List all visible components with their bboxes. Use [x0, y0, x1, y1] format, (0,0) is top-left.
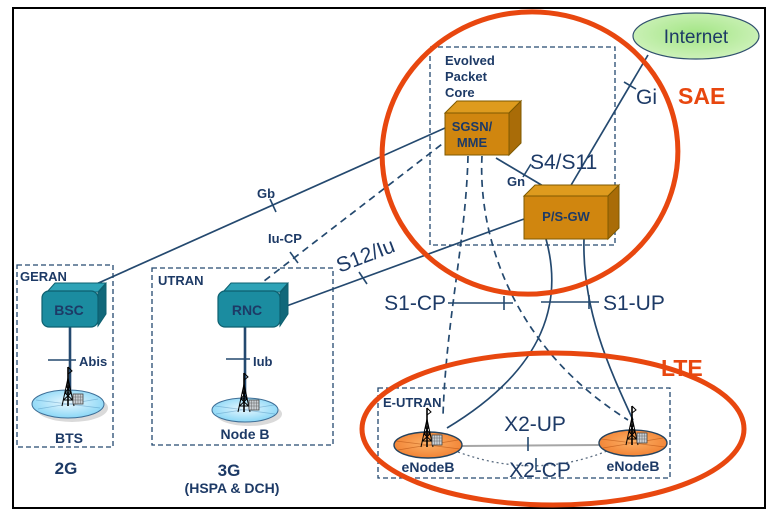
internet-label: Internet — [664, 27, 729, 48]
rnc-label: RNC — [232, 302, 262, 318]
s12-iu-tick — [358, 271, 368, 285]
x2-cp-label: X2-CP — [509, 459, 571, 482]
gi-line — [566, 54, 649, 193]
s12-iu-line — [280, 218, 525, 309]
psgw-label: P/S-GW — [542, 209, 590, 224]
gb-line — [84, 127, 446, 290]
x2-up-label: X2-UP — [504, 413, 566, 436]
x2-up-line — [461, 444, 601, 447]
lte-region-ellipse — [359, 350, 747, 508]
psgw-node — [522, 183, 621, 241]
epc-title-line3: Core — [445, 85, 475, 100]
lte-label: LTE — [661, 355, 703, 381]
gb-tick — [269, 198, 277, 213]
s1-up-line-left-enodeb — [446, 238, 553, 429]
s1-cp-line-right-enodeb — [480, 155, 629, 421]
eutran-title: E-UTRAN — [383, 395, 442, 410]
sgsn-mme-node — [443, 99, 523, 157]
geran-title: GERAN — [20, 269, 67, 284]
iu-cp-tick — [289, 251, 299, 264]
tech-3g-label: 3G — [218, 461, 241, 480]
eutran-box — [377, 387, 671, 479]
epc-box — [429, 46, 616, 246]
geran-box — [16, 264, 114, 448]
rnc-node — [217, 282, 290, 328]
s4-s11-label: S4/S11 — [530, 151, 597, 174]
sae-region-ellipse — [379, 9, 681, 297]
enodeb-left-label: eNodeB — [402, 459, 455, 475]
enodeb-right-cell — [598, 405, 668, 457]
tech-2g-label: 2G — [55, 459, 78, 478]
internet-cloud — [632, 12, 760, 60]
s1-cp-line-left-enodeb — [442, 155, 469, 417]
utran-title: UTRAN — [158, 273, 204, 288]
gb-label: Gb — [257, 186, 275, 201]
nodeb-cell — [211, 372, 282, 426]
sae-label: SAE — [678, 83, 725, 109]
gi-tick — [623, 81, 637, 90]
s1-up-line-right-enodeb — [583, 238, 634, 421]
tech-3g-sub-label: (HSPA & DCH) — [185, 480, 280, 496]
bts-label: BTS — [55, 430, 83, 446]
sgsn-mme-label-line2: MME — [457, 135, 488, 150]
enodeb-left-cell — [393, 407, 463, 459]
sgsn-mme-label-line1: SGSN/ — [452, 119, 493, 134]
bts-cell — [31, 366, 108, 422]
s1-up-label: S1-UP — [603, 292, 665, 315]
gn-tick — [522, 163, 532, 178]
bsc-node — [41, 282, 108, 328]
abis-label: Abis — [79, 354, 107, 369]
utran-box — [151, 267, 334, 446]
diagram-frame — [12, 7, 766, 509]
epc-title-line1: Evolved — [445, 53, 495, 68]
enodeb-right-label: eNodeB — [607, 458, 660, 474]
nodeb-label: Node B — [221, 426, 270, 442]
gn-label: Gn — [507, 174, 525, 189]
bsc-label: BSC — [54, 302, 84, 318]
iu-cp-label: Iu-CP — [268, 231, 302, 246]
iu-cp-line — [254, 140, 447, 289]
epc-title-line2: Packet — [445, 69, 488, 84]
gi-label: Gi — [636, 86, 657, 109]
iub-label: Iub — [253, 354, 273, 369]
s1-cp-label: S1-CP — [384, 292, 446, 315]
